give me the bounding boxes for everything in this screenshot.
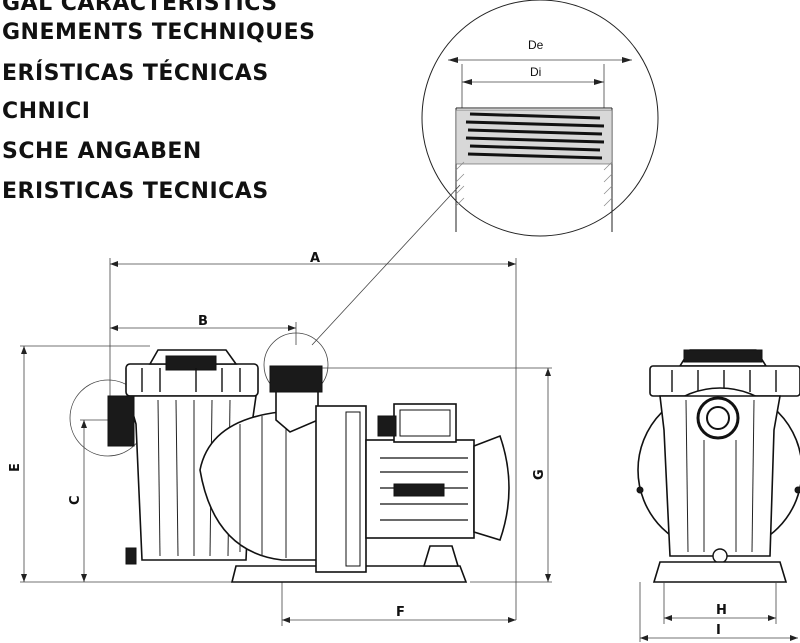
dim-e-arrow-top	[21, 346, 27, 354]
outlet-connector	[269, 365, 323, 393]
fan-cover	[473, 434, 510, 541]
dim-h-arrow-left	[664, 615, 672, 621]
front-inlet-hole	[706, 406, 730, 430]
dim-c-arrow-top	[81, 420, 87, 428]
dimension-h: H	[663, 582, 777, 624]
title-line-1: GAL CARACTERISTICS	[2, 0, 278, 16]
di-arrow-left	[462, 79, 472, 85]
pump-side-view	[107, 349, 510, 583]
title-line-2: GNEMENTS TECHNIQUES	[2, 20, 315, 45]
dim-i-arrow-left	[640, 635, 648, 641]
dim-e-arrow-bottom	[21, 574, 27, 582]
dim-f-arrow-right	[508, 617, 516, 623]
dim-b-arrow-left	[110, 325, 118, 331]
dim-i-arrow-right	[790, 635, 798, 641]
title-line-5: SCHE ANGABEN	[2, 139, 202, 164]
thread-detail: De Di	[421, 0, 659, 237]
label-b: B	[198, 314, 208, 329]
title-line-3: ERÍSTICAS TÉCNICAS	[2, 60, 269, 86]
dimension-c: C	[68, 419, 112, 582]
drain-plug	[125, 547, 137, 565]
de-label: De	[528, 38, 544, 52]
thread-lines	[465, 112, 605, 160]
pump-base	[230, 565, 468, 583]
label-a: A	[310, 251, 320, 266]
front-drain	[712, 548, 728, 564]
label-e: E	[8, 463, 23, 472]
front-strainer-body	[659, 395, 781, 557]
lid-ribs	[141, 368, 241, 392]
pipe-hatch	[455, 161, 613, 207]
pump-front-view	[636, 349, 800, 583]
dim-a-arrow-right	[508, 261, 516, 267]
front-base	[652, 561, 788, 583]
title-line-4: CHNICI	[2, 99, 91, 124]
label-c: C	[68, 495, 83, 505]
detail-leader-line	[311, 184, 461, 346]
lid-handle	[165, 355, 217, 371]
title-block: GAL CARACTERISTICS GNEMENTS TECHNIQUES E…	[2, 0, 315, 204]
dim-c-arrow-bottom	[81, 574, 87, 582]
title-line-6: ERISTICAS TECNICAS	[2, 179, 269, 204]
inlet-connector	[107, 395, 135, 447]
front-strainer-ribs	[685, 399, 755, 553]
front-lid-handle	[683, 349, 763, 363]
dim-g-arrow-bottom	[545, 574, 551, 582]
label-h: H	[716, 603, 727, 618]
motor-nameplate	[393, 483, 445, 497]
dim-g-arrow-top	[545, 368, 551, 376]
front-lid-ribs	[671, 370, 777, 392]
front-bolt-left	[636, 486, 644, 494]
flange-ring	[345, 411, 361, 567]
dim-h-arrow-right	[768, 615, 776, 621]
cable-gland	[377, 415, 397, 437]
front-bolt-right	[794, 486, 800, 494]
label-i: I	[716, 623, 721, 638]
dimension-g: G	[320, 367, 552, 583]
label-g: G	[532, 469, 547, 480]
label-f: F	[396, 605, 405, 620]
terminal-box-lid	[399, 409, 451, 437]
dimension-e: E	[8, 345, 240, 583]
volute-ribs	[239, 412, 287, 558]
motor-flange	[315, 405, 367, 573]
dimension-a: A	[109, 251, 517, 620]
di-arrow-right	[594, 79, 604, 85]
de-arrow-left	[448, 57, 458, 63]
dimension-b: B	[110, 314, 297, 345]
dim-b-arrow-right	[288, 325, 296, 331]
dimension-f: F	[281, 582, 516, 626]
di-label: Di	[530, 65, 541, 79]
dim-a-arrow-left	[110, 261, 118, 267]
dim-f-arrow-left	[282, 617, 290, 623]
dimension-i: I	[639, 582, 798, 642]
detail-circle	[421, 0, 659, 237]
pump-foot	[422, 545, 460, 567]
de-arrow-right	[622, 57, 632, 63]
